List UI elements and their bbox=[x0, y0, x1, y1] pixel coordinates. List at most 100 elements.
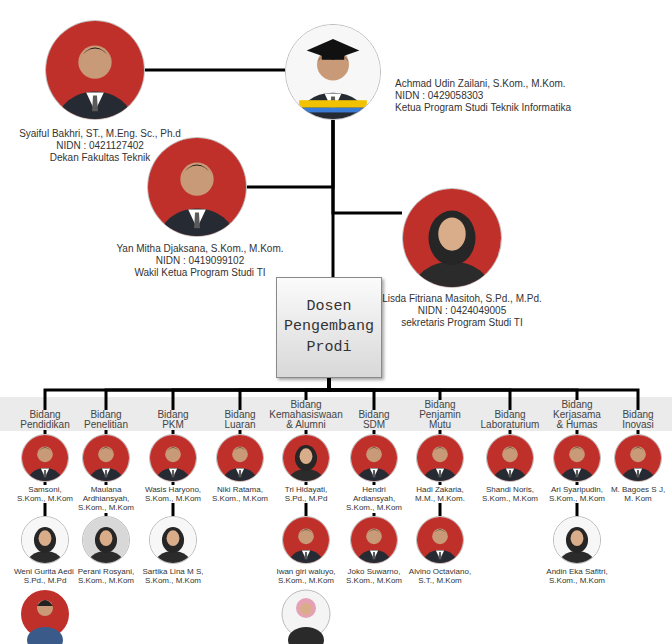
graduation-cap-band bbox=[322, 52, 345, 60]
person-name: Wasis Haryono, S.Kom., M.Kom bbox=[141, 485, 205, 503]
portrait-head bbox=[432, 447, 448, 463]
portrait-face bbox=[571, 530, 584, 546]
portrait-tie bbox=[305, 552, 308, 559]
portrait-tie bbox=[373, 552, 376, 559]
photo-frame bbox=[149, 434, 197, 482]
photo-frame bbox=[21, 516, 69, 564]
photo-frame bbox=[416, 516, 464, 564]
person-name: Hadi Zakaria, M.M., M.Kom. bbox=[408, 485, 472, 503]
person-photo-node: Maulana Ardhiansyah, S.Kom., M.Kom bbox=[82, 434, 130, 482]
portrait bbox=[148, 138, 246, 236]
portrait-body bbox=[297, 93, 368, 119]
photo-frame bbox=[147, 137, 247, 237]
person-name: Hendri Ardiansyah, S.Kom., M.Kom bbox=[342, 485, 406, 513]
portrait-hijab bbox=[162, 527, 184, 553]
portrait-ground bbox=[351, 517, 397, 563]
portrait-face bbox=[100, 530, 113, 546]
section-header: Bidang Inovasi bbox=[618, 410, 658, 430]
connector bbox=[247, 120, 333, 187]
photo-frame bbox=[402, 188, 502, 288]
process-box: Dosen Pengembang Prodi bbox=[276, 277, 382, 378]
photo-frame bbox=[21, 434, 69, 482]
portrait-hijab bbox=[34, 527, 56, 553]
header-label: Bidang PKM bbox=[153, 410, 193, 430]
person-caption: Hendri Ardiansyah, S.Kom., M.Kom bbox=[342, 485, 406, 513]
portrait-hijab bbox=[295, 445, 317, 471]
section-header: Bidang Penelitian bbox=[78, 410, 134, 430]
portrait-body bbox=[160, 209, 234, 236]
photo-frame bbox=[282, 434, 330, 482]
portrait-face bbox=[438, 217, 465, 250]
portrait-tie bbox=[439, 552, 442, 559]
portrait bbox=[283, 435, 329, 481]
section-header: Bidang Laboraturium bbox=[478, 410, 542, 430]
portrait-ground bbox=[83, 435, 129, 481]
portrait-hair bbox=[37, 447, 53, 453]
portrait-body bbox=[156, 468, 191, 481]
portrait-ground bbox=[22, 435, 68, 481]
portrait-ground bbox=[150, 435, 196, 481]
person-id: NIDN : 0424049005 bbox=[362, 305, 562, 317]
photo-face bbox=[300, 603, 312, 615]
photo-frame bbox=[553, 434, 601, 482]
portrait-head bbox=[317, 49, 349, 81]
person-name: Perani Rosyani, S.Kom., M.Kom bbox=[74, 567, 138, 585]
person-name: Tri Hidayati, S.Pd., M.Pd bbox=[274, 485, 338, 503]
connector-line bbox=[306, 378, 329, 400]
person-caption: Andin Eka Safitri, S.Kom., M.Kom bbox=[545, 567, 609, 585]
header-label: Bidang Kerjasama & Humas bbox=[551, 400, 603, 430]
person-name: Andin Eka Safitri, S.Kom., M.Kom bbox=[545, 567, 609, 585]
photo-frame bbox=[82, 516, 130, 564]
person-caption: Weni Gurita Aedi, S.Pd., M.Pd bbox=[13, 567, 77, 585]
portrait-collar bbox=[634, 469, 642, 478]
person-name: Achmad Udin Zailani, S.Kom., M.Kom. bbox=[395, 78, 667, 90]
portrait-head bbox=[232, 447, 248, 463]
portrait-body bbox=[423, 550, 458, 563]
portrait bbox=[83, 435, 129, 481]
person-photo-node: Andin Eka Safitri, S.Kom., M.Kom bbox=[553, 516, 601, 564]
connector-line bbox=[333, 120, 402, 213]
portrait-ground bbox=[286, 25, 380, 119]
portrait-head bbox=[432, 529, 448, 545]
portrait bbox=[554, 517, 600, 563]
portrait-collar bbox=[169, 469, 177, 478]
person-caption: Shandi Noris, S.Kom., M.Kom bbox=[478, 485, 542, 503]
portrait-body bbox=[28, 468, 63, 481]
portrait-body bbox=[493, 468, 528, 481]
person-photo-node: M. Bagoes S J, M. Kom bbox=[614, 434, 662, 482]
portrait-ground bbox=[417, 517, 463, 563]
portrait-tie bbox=[44, 470, 47, 477]
portrait-body bbox=[621, 468, 656, 481]
person-photo-node: Hendri Ardiansyah, S.Kom., M.Kom bbox=[350, 434, 398, 482]
connector bbox=[306, 378, 329, 400]
portrait-collar bbox=[436, 551, 444, 560]
person-caption: Yan Mitha Djaksana, S.Kom., M.Kom.NIDN :… bbox=[90, 243, 310, 279]
photo-placeholder bbox=[282, 590, 330, 644]
portrait-hair bbox=[298, 529, 314, 535]
portrait bbox=[286, 25, 380, 119]
graduation-sash-band bbox=[299, 108, 367, 113]
portrait-tie bbox=[194, 212, 200, 228]
header-label: Bidang Kemahasiswaan & Alumni bbox=[267, 400, 345, 430]
portrait-collar bbox=[302, 551, 310, 560]
portrait-body bbox=[560, 468, 595, 481]
person-photo-node: Wasis Haryono, S.Kom., M.Kom bbox=[149, 434, 197, 482]
portrait-head bbox=[165, 447, 181, 463]
portrait bbox=[615, 435, 661, 481]
portrait-collar bbox=[86, 93, 104, 112]
person-photo-node: Achmad Udin Zailani, S.Kom., M.Kom.NIDN … bbox=[285, 24, 381, 120]
person-name: Shandi Noris, S.Kom., M.Kom bbox=[478, 485, 542, 503]
photo-frame bbox=[285, 24, 381, 120]
connector-line bbox=[247, 120, 333, 187]
portrait-face bbox=[300, 448, 313, 464]
portrait-collar bbox=[188, 210, 206, 229]
photo-body bbox=[288, 627, 324, 644]
portrait bbox=[403, 189, 501, 287]
portrait-tie bbox=[105, 470, 108, 477]
person-name: Yan Mitha Djaksana, S.Kom., M.Kom. bbox=[90, 243, 310, 255]
header-label: Bidang Laboraturium bbox=[478, 410, 542, 430]
person-name: Maulana Ardhiansyah, S.Kom., M.Kom bbox=[74, 485, 138, 513]
person-photo-node: Hadi Zakaria, M.M., M.Kom. bbox=[416, 434, 464, 482]
section-header: Bidang Pendidikan bbox=[15, 410, 75, 430]
person-name: Niki Ratama, S.Kom., M.Kom bbox=[208, 485, 272, 503]
